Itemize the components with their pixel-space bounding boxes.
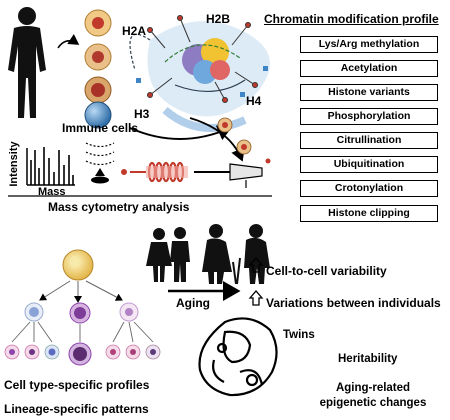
family-silhouettes-icon	[146, 224, 270, 285]
modification-box: Lys/Arg methylation	[300, 36, 438, 53]
modification-box: Crotonylation	[300, 180, 438, 197]
immune-cell-4	[84, 101, 112, 129]
modification-box: Acetylation	[300, 60, 438, 77]
chromatin-profile-title: Chromatin modification profile	[264, 12, 439, 26]
modification-box: Ubiquitination	[300, 156, 438, 173]
up-arrow-icon	[248, 257, 264, 273]
aging-related-label-line2: epigenetic changes	[319, 397, 427, 409]
labeled-cells-group	[217, 117, 252, 155]
immune-cell-2	[84, 43, 112, 71]
immune-cell-3	[84, 76, 112, 104]
modification-box: Phosphorylation	[300, 108, 438, 125]
cell-to-cell-variability-label: Cell-to-cell variability	[266, 264, 387, 278]
spectrum-y-axis-label: Intensity	[8, 141, 20, 187]
between-individuals-label: Variations between individuals	[266, 296, 441, 310]
mass-cytometry-label: Mass cytometry analysis	[48, 200, 190, 214]
human-silhouette-icon	[8, 7, 46, 118]
immune-cells-label: Immune cells	[62, 121, 139, 135]
histone-h2b-label: H2B	[206, 12, 231, 26]
heritability-label: Heritability	[338, 353, 398, 365]
modification-box: Histone variants	[300, 84, 438, 101]
spectrum-x-axis-label: Mass	[38, 186, 66, 198]
twins-label: Twins	[283, 329, 315, 341]
human-to-cells-arrow	[57, 34, 80, 49]
histone-h2a-label: H2A	[122, 24, 147, 38]
immune-cells-group	[84, 9, 112, 129]
twins-illustration	[198, 317, 278, 397]
mass-spectrum-chart	[26, 147, 75, 186]
mass-cytometer-icon	[121, 158, 271, 188]
modification-box: Histone clipping	[300, 205, 438, 222]
histone-h4-label: H4	[246, 94, 262, 108]
immune-cell-1	[84, 9, 112, 37]
modification-box: Citrullination	[300, 132, 438, 149]
nucleosome-to-detector-arrow	[189, 117, 245, 162]
up-arrow-icon	[248, 290, 264, 306]
lineage-patterns-label: Lineage-specific patterns	[4, 402, 149, 416]
aging-related-label-line1: Aging-related	[335, 382, 411, 394]
histone-h3-label: H3	[134, 107, 150, 121]
cell-type-profiles-label: Cell type-specific profiles	[4, 378, 150, 392]
nucleosome-illustration	[129, 15, 270, 132]
aging-label: Aging	[176, 296, 210, 310]
ion-source-icon	[85, 142, 115, 184]
cell-lineage-tree	[4, 249, 161, 366]
